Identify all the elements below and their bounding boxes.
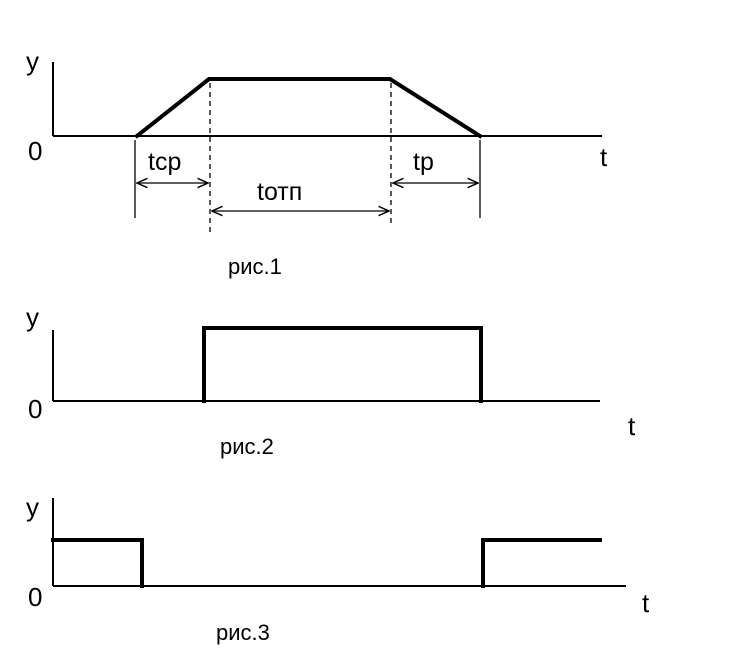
fig3-second-high-segment	[481, 538, 602, 588]
fig3-y-label: y	[26, 492, 39, 522]
fig2-zero-label: 0	[28, 394, 42, 424]
fig2-caption: рис.2	[220, 434, 274, 459]
fig2-rectangular-pulse	[202, 326, 483, 403]
fig3-t-label: t	[642, 588, 650, 618]
fig1-caption: рис.1	[228, 254, 282, 279]
fig3-caption: рис.3	[216, 620, 270, 645]
fig1-hold-time-label: tотп	[257, 178, 302, 206]
fig1-zero-label: 0	[28, 136, 42, 166]
figure-3: y 0 t рис.3	[26, 492, 650, 645]
fig2-t-label: t	[628, 411, 636, 441]
figure-1: y 0 t tср tотп tр рис.1	[26, 46, 608, 279]
fig3-initial-high-segment	[51, 538, 144, 588]
figure-2: y 0 t рис.2	[26, 302, 636, 459]
fig1-y-label: y	[26, 46, 39, 76]
fig3-zero-label: 0	[28, 582, 42, 612]
fig1-rise-time-label: tср	[148, 148, 181, 176]
fig1-trapezoid-signal	[134, 77, 483, 139]
fig1-t-label: t	[600, 142, 608, 172]
fig2-y-label: y	[26, 302, 39, 332]
fig1-fall-time-label: tр	[413, 148, 434, 176]
